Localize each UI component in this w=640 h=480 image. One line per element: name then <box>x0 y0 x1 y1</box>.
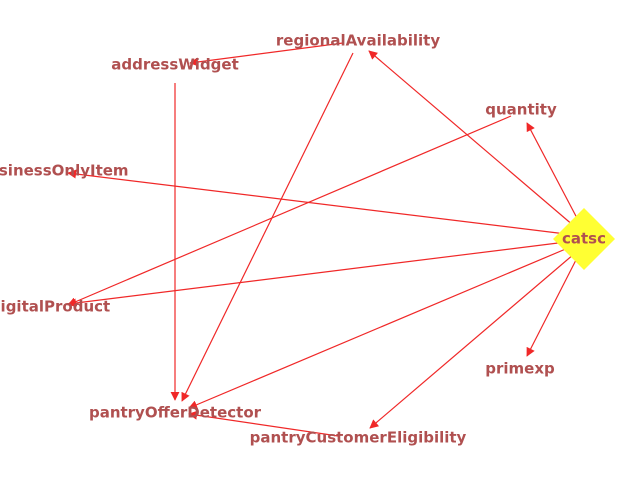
node-label-addressWidget: addressWidget <box>111 56 239 74</box>
node-label-digitalProduct: digitalProduct <box>0 298 110 316</box>
node-label-businessOnlyItem: businessOnlyItem <box>0 162 129 180</box>
edge-catsc-to-regionalAvailability <box>368 50 575 227</box>
node-label-pantryOfferDetector: pantryOfferDetector <box>89 404 262 422</box>
nodes-layer: catsc regionalAvailability addressWidget qu… <box>0 32 615 447</box>
edge-regionalAvailability-to-pantryOfferDetector <box>181 52 354 402</box>
edges-layer <box>67 42 579 437</box>
edge-regionalAvailability-to-addressWidget <box>189 42 344 67</box>
node-label-regionalAvailability: regionalAvailability <box>276 32 440 50</box>
node-pantryOfferDetector[interactable]: pantryOfferDetector <box>89 404 262 422</box>
node-pantryCustomerEligibility[interactable]: pantryCustomerEligibility <box>250 429 467 447</box>
edge-catsc-to-pantryOfferDetector <box>188 247 569 409</box>
node-label-quantity: quantity <box>485 101 557 119</box>
node-label-pantryCustomerEligibility: pantryCustomerEligibility <box>250 429 467 447</box>
node-quantity[interactable]: quantity <box>485 101 557 119</box>
node-label-primexp: primexp <box>485 360 555 378</box>
edge-catsc-to-primexp <box>526 257 578 357</box>
edge-catsc-to-pantryCustomerEligibility <box>369 253 575 429</box>
edge-catsc-to-quantity <box>526 122 579 221</box>
edge-pantryCustomerEligibility-to-pantryOfferDetector <box>188 410 339 437</box>
edge-catsc-to-digitalProduct <box>67 241 567 308</box>
central-node-diamond <box>553 208 615 270</box>
edge-catsc-to-businessOnlyItem <box>67 169 567 235</box>
node-catsc[interactable]: catsc <box>553 208 615 270</box>
edge-quantity-to-digitalProduct <box>67 115 512 306</box>
node-businessOnlyItem[interactable]: businessOnlyItem <box>0 162 129 180</box>
node-digitalProduct[interactable]: digitalProduct <box>0 298 110 316</box>
node-regionalAvailability[interactable]: regionalAvailability <box>276 32 440 50</box>
node-primexp[interactable]: primexp <box>485 360 555 378</box>
node-label-catsc: catsc <box>562 230 606 248</box>
node-addressWidget[interactable]: addressWidget <box>111 56 239 74</box>
